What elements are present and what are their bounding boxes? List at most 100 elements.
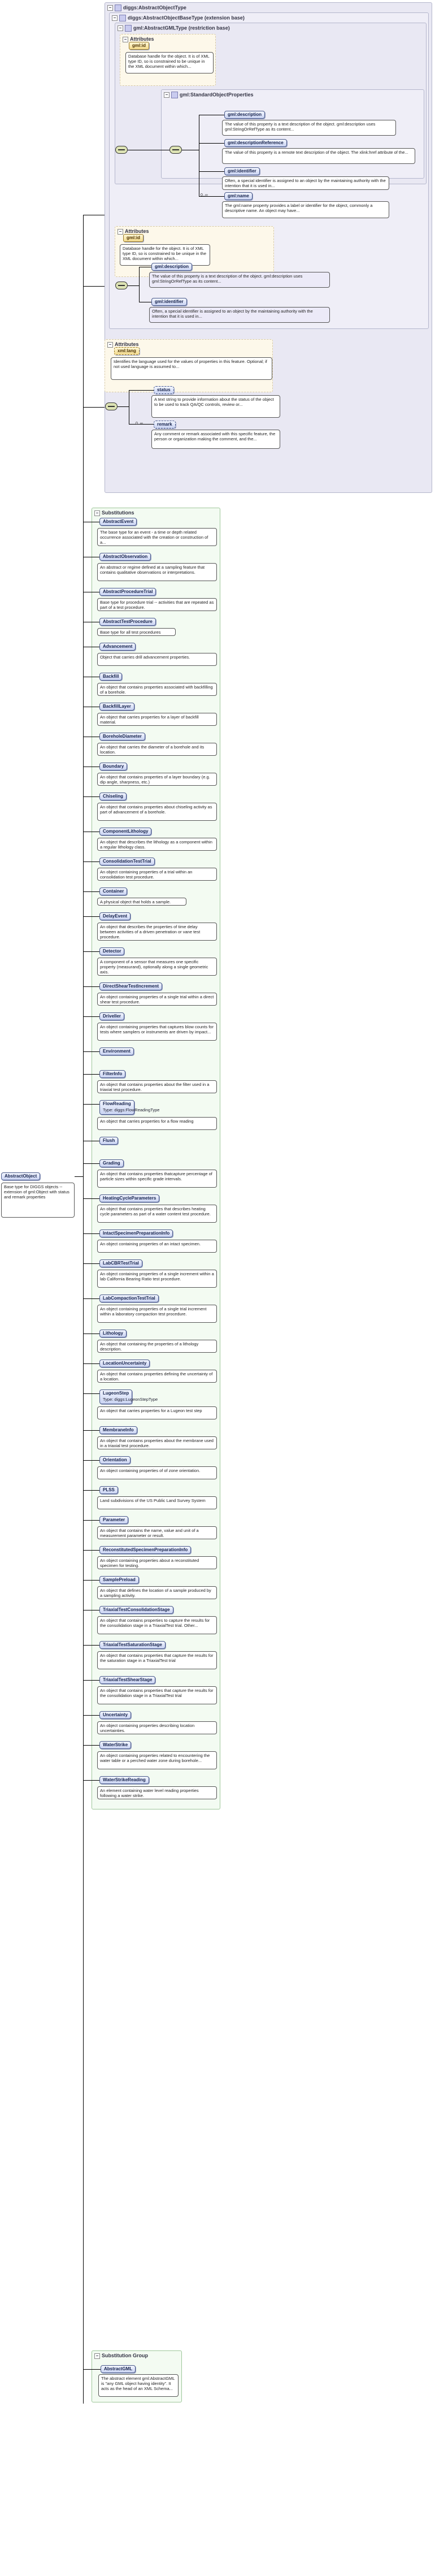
gml-description-reference-element[interactable]: gml:descriptionReference [224,139,287,147]
gml-identifier-element[interactable]: gml:identifier [224,167,260,175]
xml-lang-description: Identifies the language used for the val… [111,357,272,380]
substitution-desc: An object that contains properties that … [97,1205,217,1223]
connector-line [83,1163,99,1164]
substitution-element[interactable]: Parameter [99,1516,129,1524]
substitution-element[interactable]: Driveller [99,1012,125,1020]
substitution-element[interactable]: SamplePreload [99,1576,139,1584]
substitution-element[interactable]: DirectShearTestIncrement [99,982,162,990]
collapse-toggle-icon[interactable]: − [118,25,123,31]
connector-line [199,143,224,144]
substitution-desc: An object that contains properties thatc… [97,1170,217,1188]
substitution-element[interactable]: AbstractProcedureTrial [99,588,156,596]
substitution-element[interactable]: LabCBRTestTrial [99,1259,142,1267]
substitution-element[interactable]: Orientation [99,1456,130,1464]
gml-id-attribute[interactable]: gml:id [129,42,149,50]
sequence-compositor-icon [115,146,128,154]
sequence-compositor-icon-3 [115,282,128,289]
substitution-element[interactable]: Lithology [99,1330,127,1337]
substitution-element[interactable]: LabCompactionTestTrial [99,1295,159,1302]
substitution-element[interactable]: IntactSpecimenPreparationInfo [99,1229,173,1237]
substitution-element[interactable]: FlowReading [99,1100,134,1115]
substitution-element[interactable]: TriaxialTestConsolidationStage [99,1606,173,1614]
substitution-desc: An object that defines the location of a… [97,1586,217,1599]
connector-line [83,1520,99,1521]
gml-identifier-element-2[interactable]: gml:identifier [151,298,187,306]
connector-line [83,1393,99,1394]
substitution-element[interactable]: Flush [99,1137,119,1145]
substitution-desc: An object containing properties of a sin… [97,993,217,1006]
collapse-toggle-icon[interactable]: − [123,36,128,42]
substitution-desc: An object containing properties of an in… [97,1240,217,1253]
substitution-desc: An object that carries properties for a … [97,1117,217,1130]
collapse-toggle-icon[interactable]: − [94,510,100,516]
substitution-element[interactable]: BackfillLayer [99,703,134,711]
restriction-base-title: −gml:AbstractGMLType (restriction base) [118,25,230,32]
remark-cardinality: 0..∞ [136,422,143,426]
gml-name-element[interactable]: gml:name [224,192,253,200]
collapse-toggle-icon[interactable]: − [107,5,113,11]
substitution-desc: An object that contains properties assoc… [97,683,217,696]
substitution-element[interactable]: Boundary [99,763,128,770]
connector-line [139,267,140,302]
substitution-element[interactable]: HeatingCycleParameters [99,1194,160,1202]
substitution-element[interactable]: LocationUncertainty [99,1360,150,1367]
substitution-element[interactable]: PLSS [99,1486,118,1494]
substitution-element[interactable]: Environment [99,1047,134,1055]
gml-description-reference-desc: The value of this property is a remote t… [222,148,415,164]
collapse-toggle-icon[interactable]: − [107,341,113,348]
substitution-desc: An object that carries the diameter of a… [97,743,217,756]
status-element[interactable]: status [154,386,174,394]
connector-line [83,891,99,892]
abstract-object-element[interactable]: AbstractObject [1,1172,41,1180]
substitution-element[interactable]: Backfill [99,673,123,681]
substitution-desc: An element containing water level readin… [97,1786,217,1799]
connector-line [83,1363,99,1364]
substitution-element[interactable]: BoreholeDiameter [99,733,145,741]
substitution-element[interactable]: MembraneInfo [99,1426,137,1434]
collapse-toggle-icon[interactable]: − [112,15,118,21]
substitution-element[interactable]: ComponentLithology [99,828,152,835]
connector-line [83,1550,99,1551]
gml-description-element-2[interactable]: gml:description [151,263,193,271]
abstract-gml-element[interactable]: AbstractGML [101,2365,136,2373]
substitution-element[interactable]: Container [99,887,128,895]
substitution-element[interactable]: Grading [99,1159,124,1167]
substitution-element[interactable]: TriaxialTestShearStage [99,1676,156,1684]
gml-description-element[interactable]: gml:description [224,111,266,119]
substitution-desc: An object containing properties of a sin… [97,1270,217,1288]
substitution-element[interactable]: TriaxialTestSaturationStage [99,1641,166,1649]
attributes-title: −Attributes [123,36,154,42]
substitution-element[interactable]: Advancement [99,643,136,651]
substitution-element[interactable]: FilterInfo [99,1070,126,1078]
xml-lang-attribute[interactable]: xml:lang [114,347,140,355]
connector-line [75,1176,83,1177]
connector-line [83,1645,99,1646]
substitution-desc: An object containing properties about a … [97,1556,217,1569]
substitution-element[interactable]: ConsolidationTestTrial [99,858,155,865]
substitution-element[interactable]: Uncertainty [99,1711,132,1719]
substitution-element[interactable]: LugeonStep [99,1389,133,1404]
substitution-element[interactable]: Detector [99,947,125,955]
substitution-element[interactable]: AbstractObservation [99,553,151,561]
substitution-element[interactable]: Chiseling [99,793,127,800]
substitution-desc: An object containing properties of a tri… [97,868,217,881]
connector-line [83,1460,99,1461]
group-icon [171,92,178,98]
substitution-element[interactable]: ReconstitutedSpecimenPreparationInfo [99,1546,192,1554]
collapse-toggle-icon[interactable]: − [164,92,169,98]
connector-line [83,1580,99,1581]
substitution-element[interactable]: WaterStrikeReading [99,1776,149,1784]
substitution-element[interactable]: AbstractEvent [99,518,137,526]
collapse-toggle-icon[interactable]: − [94,2353,100,2359]
gml-id-attribute-2[interactable]: gml:id [123,234,143,242]
substitution-group-title: −Substitution Group [94,2353,148,2359]
substitution-desc: Base type for procedure trial -- activit… [97,598,217,611]
collapse-toggle-icon[interactable]: − [118,228,123,235]
substitution-element[interactable]: DelayEvent [99,912,131,920]
connector-line [83,986,99,987]
remark-element[interactable]: remark [154,421,176,428]
substitution-element[interactable]: AbstractTestProcedure [99,618,156,626]
abstract-object-desc: Base type for DIGGS objects -- extension… [1,1183,75,1218]
connector-line [83,1198,99,1199]
substitution-element[interactable]: WaterStrike [99,1741,132,1749]
